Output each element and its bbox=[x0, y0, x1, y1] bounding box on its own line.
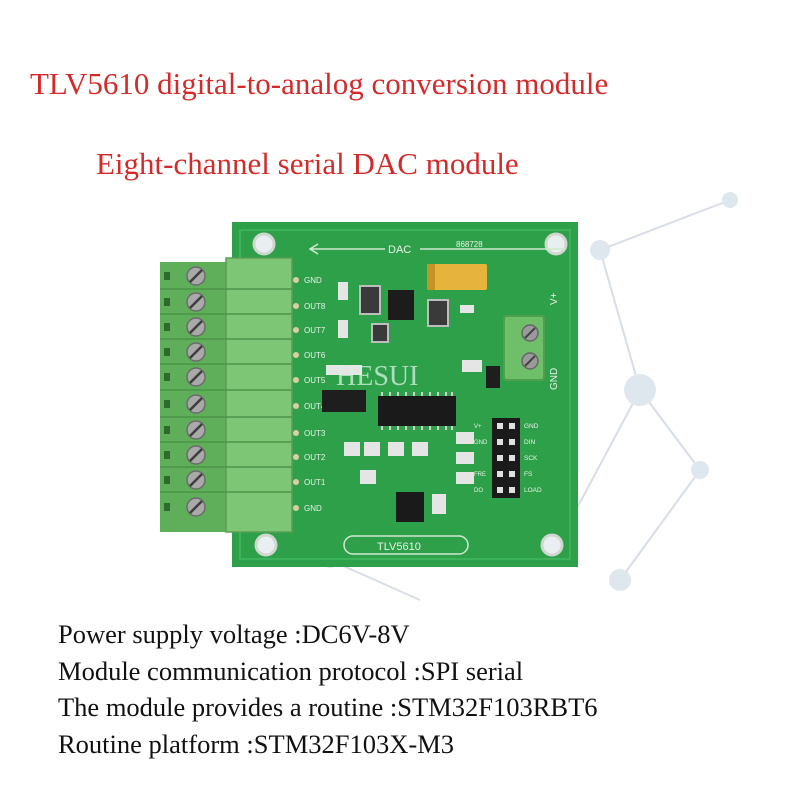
pin-label-6: OUT4 bbox=[304, 402, 326, 411]
spec-routine: The module provides a routine :STM32F103… bbox=[58, 692, 598, 722]
regulator-ic bbox=[388, 290, 414, 320]
header-label-sck: SCK bbox=[524, 455, 538, 462]
mount-hole-tl bbox=[252, 232, 276, 256]
small-label-gnd: GND bbox=[474, 440, 488, 446]
power-label-vplus: V+ bbox=[549, 292, 560, 305]
product-subtitle: Eight-channel serial DAC module bbox=[96, 146, 519, 181]
header-label-fs: FS bbox=[524, 471, 533, 478]
pin-label-2: OUT8 bbox=[304, 302, 326, 311]
reference-ic bbox=[396, 492, 424, 522]
spec-power-supply: Power supply voltage :DC6V-8V bbox=[58, 619, 410, 649]
silk-dac: DAC bbox=[388, 244, 411, 256]
dac-chip bbox=[378, 396, 456, 426]
header-label-load: LOAD bbox=[524, 487, 542, 494]
left-pin-labels: GND OUT8 OUT7 OUT6 OUT5 OUT4 OUT3 OUT2 O… bbox=[304, 276, 326, 513]
spec-protocol: Module communication protocol :SPI seria… bbox=[58, 655, 524, 686]
pin-label-1: GND bbox=[304, 276, 322, 285]
pin-label-7: OUT3 bbox=[304, 429, 326, 438]
right-pin-labels: GND DIN SCK FS LOAD bbox=[524, 423, 542, 494]
spec-platform: Routine platform :STM32F103X-M3 bbox=[58, 728, 455, 759]
product-title: TLV5610 digital-to-analog conversion mod… bbox=[30, 66, 609, 101]
silk-board-code: 868728 bbox=[456, 240, 483, 249]
power-label-gnd: GND bbox=[549, 368, 560, 390]
screw-terminal-block bbox=[160, 257, 293, 533]
silk-part-label: TLV5610 bbox=[377, 541, 421, 553]
watermark: HESUI bbox=[336, 361, 418, 392]
pin-label-4: OUT6 bbox=[304, 351, 326, 360]
pin-label-3: OUT7 bbox=[304, 326, 326, 335]
header-label-din: DIN bbox=[524, 439, 536, 446]
spec-list: Power supply voltage :DC6V-8V Module com… bbox=[58, 616, 788, 762]
pin-header bbox=[492, 418, 520, 498]
pin-label-8: OUT2 bbox=[304, 453, 326, 462]
tantalum-capacitor bbox=[427, 264, 487, 290]
header-label-gnd: GND bbox=[524, 423, 539, 430]
power-terminal bbox=[503, 315, 545, 381]
pin-label-10: GND bbox=[304, 504, 322, 513]
pin-label-9: OUT1 bbox=[304, 478, 326, 487]
pin-label-5: OUT5 bbox=[304, 376, 326, 385]
pcb-board: DAC 868728 GND OUT8 OUT7 OUT6 OUT5 OUT4 … bbox=[232, 222, 578, 567]
small-label-do: DO bbox=[474, 488, 483, 494]
small-label-vplus: V+ bbox=[474, 424, 482, 430]
mount-hole-br bbox=[540, 533, 564, 557]
small-label-fre: FRE bbox=[474, 472, 486, 478]
mount-hole-tr bbox=[544, 232, 568, 256]
mount-hole-bl bbox=[254, 533, 278, 557]
